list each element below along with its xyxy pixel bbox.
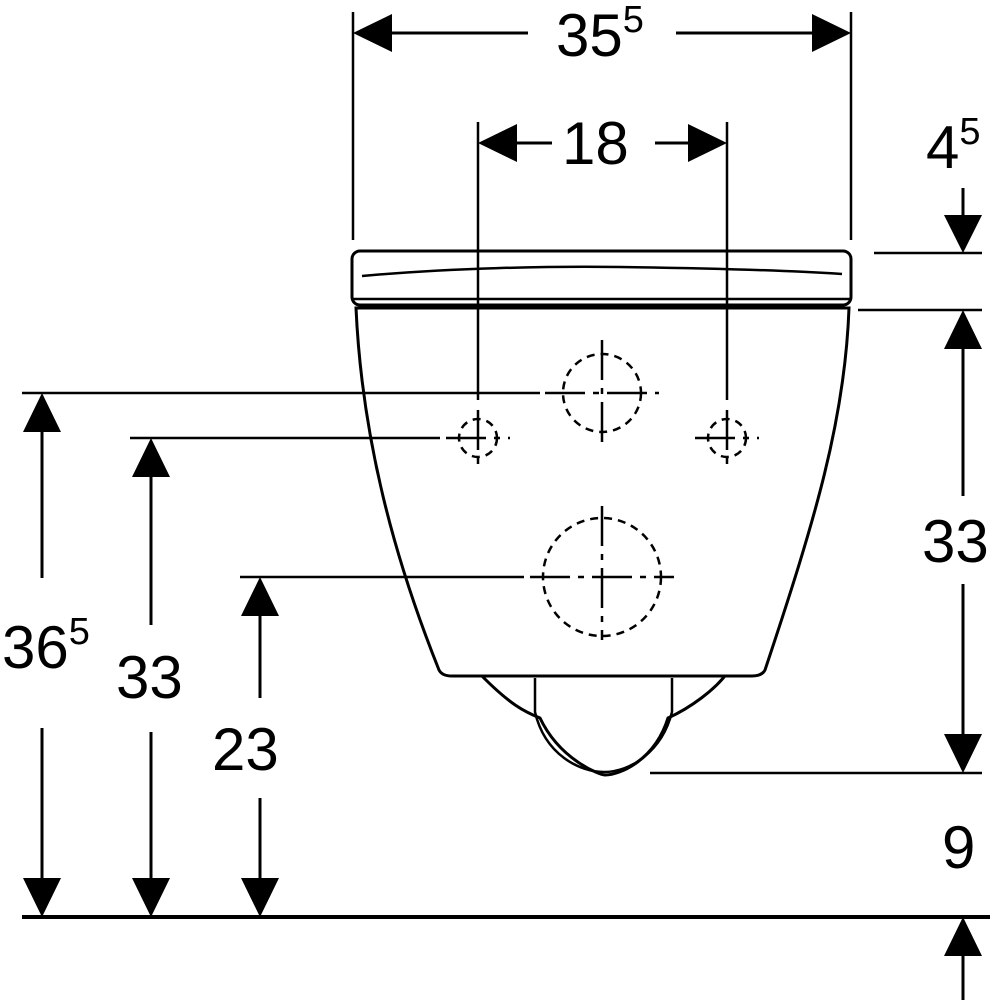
dim-seat-thickness: [944, 188, 982, 253]
extension-lines: [22, 12, 982, 775]
seat-edge-line: [361, 265, 843, 278]
trap-inner: [533, 678, 674, 774]
label-seat-thickness: 45: [926, 111, 981, 181]
trap-bulge: [474, 670, 731, 777]
left-fixing-hole: [446, 410, 510, 466]
dim-fixing-height-upper: [23, 393, 61, 917]
dim-fixing-height-lower: [132, 438, 170, 917]
label-outlet-height: 23: [212, 716, 279, 783]
label-bowl-height-right: 33: [922, 508, 989, 575]
upper-connection-hole: [545, 340, 659, 446]
label-fixing-height-lower: 33: [116, 644, 183, 711]
outlet-hole: [530, 506, 674, 640]
dim-bowl-height-right: [944, 310, 982, 773]
dim-fixing-spacing: [478, 124, 727, 162]
dim-bottom-gap: [944, 917, 982, 1000]
dim-outlet-height: [241, 577, 279, 917]
label-bottom-gap: 9: [942, 814, 975, 881]
dim-overall-width: [353, 14, 851, 52]
right-fixing-hole: [695, 410, 759, 466]
label-overall-width: 355: [556, 0, 644, 69]
label-fixing-height-upper: 365: [2, 611, 90, 681]
toilet-seat: [350, 249, 853, 307]
label-fixing-spacing: 18: [562, 110, 629, 177]
